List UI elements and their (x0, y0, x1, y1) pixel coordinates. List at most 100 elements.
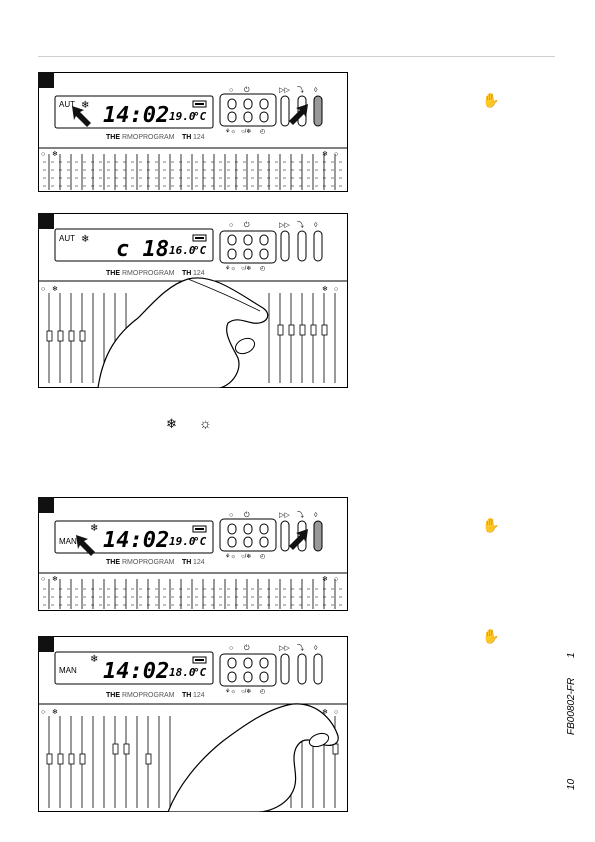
lcd-time: 14:02 (103, 659, 169, 684)
brand-b: RMOPROGRAM (122, 692, 175, 699)
svg-text:▷▷: ▷▷ (279, 222, 290, 229)
svg-text:◴: ◴ (260, 129, 265, 135)
svg-text:○: ○ (334, 286, 338, 293)
slider-button[interactable] (280, 95, 290, 127)
thermostat-figure-2: AUT ❄ c 18 16.0 °C THE RMOPROGRAM TH 124… (38, 213, 348, 388)
slider-button[interactable] (280, 653, 290, 685)
svg-text:○/❄: ○/❄ (241, 553, 251, 560)
brand-b: RMOPROGRAM (122, 270, 175, 277)
thermostat-panel: AUT ❄ c 18 16.0 °C THE RMOPROGRAM TH 124… (38, 213, 348, 388)
svg-text:⏻: ⏻ (244, 221, 250, 229)
lcd-temp: 18.0 (169, 666, 196, 679)
lcd-temp: 16.0 (169, 244, 196, 257)
svg-text:▷▷: ▷▷ (279, 512, 290, 519)
svg-text:○: ○ (334, 709, 338, 716)
pointer-arrow-icon (72, 106, 91, 127)
svg-text:⚘☼: ⚘☼ (225, 553, 236, 560)
svg-text:○/❄: ○/❄ (241, 265, 251, 272)
svg-text:⤵: ⤵ (297, 221, 304, 229)
slider-button[interactable] (297, 653, 307, 685)
svg-text:❄: ❄ (52, 708, 58, 716)
svg-text:○: ○ (229, 87, 233, 94)
brand-d: 124 (193, 559, 205, 566)
slider-button[interactable] (280, 230, 290, 262)
hand-icon: ✋ (482, 92, 500, 108)
thermostat-panel: MAN ❄ 14:02 18.0 °C THE RMOPROGRAM TH 12… (38, 636, 348, 812)
hand-illustration (97, 277, 269, 388)
pointer-arrow-icon (289, 529, 308, 550)
svg-text:⚘☼: ⚘☼ (225, 265, 236, 272)
slider-button[interactable] (297, 230, 307, 262)
lcd-display (54, 651, 214, 685)
mode-label: AUT (59, 100, 75, 109)
brand-c: TH (182, 692, 191, 699)
pointer-arrow-icon (289, 104, 308, 125)
snowflake-icon: ❄ (81, 234, 89, 245)
lcd-time: 14:02 (103, 103, 169, 128)
svg-text:◴: ◴ (260, 266, 265, 272)
pointer-arrow-icon (76, 535, 95, 556)
svg-text:○: ○ (334, 576, 338, 583)
slider-button[interactable] (313, 653, 323, 685)
brand-c: TH (182, 270, 191, 277)
top-rule (38, 56, 555, 57)
brand-b: RMOPROGRAM (122, 134, 175, 141)
slider-button[interactable] (280, 520, 290, 552)
brand-c: TH (182, 134, 191, 141)
lcd-display (54, 520, 214, 554)
svg-text:○: ○ (334, 151, 338, 158)
svg-text:❄: ❄ (322, 150, 328, 158)
figure-number-box (38, 72, 54, 88)
svg-text:▷▷: ▷▷ (279, 645, 290, 652)
svg-text:○/❄: ○/❄ (241, 688, 251, 695)
svg-text:◊: ◊ (314, 87, 318, 94)
hand-icon: ✋ (482, 628, 500, 644)
brand-a: THE (106, 270, 120, 277)
svg-text:❄: ❄ (52, 285, 58, 293)
svg-text:⤵: ⤵ (297, 644, 304, 652)
svg-text:○: ○ (41, 576, 45, 583)
svg-text:○: ○ (41, 151, 45, 158)
svg-text:◴: ◴ (260, 554, 265, 560)
brand-a: THE (106, 559, 120, 566)
svg-text:⚘☼: ⚘☼ (225, 688, 236, 695)
brand-c: TH (182, 559, 191, 566)
lcd-temp: 19.0 (169, 110, 196, 123)
program-sliders[interactable] (43, 154, 343, 190)
mode-label: MAN (59, 666, 77, 675)
figure-number-box (38, 213, 54, 229)
thermostat-figure-1: AUT ❄ 14:02 19.0 °C THE RMOPROGRAM TH 12… (38, 72, 348, 192)
slider-button[interactable] (313, 230, 323, 262)
mode-label: AUT (59, 234, 75, 243)
figure-number-box (38, 497, 54, 513)
snowflake-icon: ❄ (81, 100, 89, 111)
lcd-unit: °C (193, 535, 207, 548)
lcd-unit: °C (193, 244, 207, 257)
svg-text:○/❄: ○/❄ (241, 128, 251, 135)
svg-text:◊: ◊ (314, 645, 318, 652)
highlighted-button[interactable] (313, 520, 323, 552)
svg-text:◊: ◊ (314, 512, 318, 519)
snowflake-icon: ❄ (166, 416, 177, 431)
lcd-temp: 19.0 (169, 535, 196, 548)
svg-text:⏻: ⏻ (244, 511, 250, 519)
svg-text:◴: ◴ (260, 689, 265, 695)
svg-text:❄: ❄ (52, 150, 58, 158)
program-sliders[interactable] (43, 579, 343, 609)
highlighted-button[interactable] (313, 95, 323, 127)
brand-a: THE (106, 692, 120, 699)
thermostat-panel: MAN ❄ 14:02 19.0 °C THE RMOPROGRAM TH 12… (38, 497, 348, 611)
lcd-unit: °C (193, 666, 207, 679)
svg-text:❄: ❄ (322, 708, 328, 716)
snowflake-icon: ❄ (90, 523, 98, 534)
brand-a: THE (106, 134, 120, 141)
lcd-display (54, 228, 214, 262)
svg-text:⏻: ⏻ (244, 644, 250, 652)
brand-d: 124 (193, 270, 205, 277)
svg-text:⚘☼: ⚘☼ (225, 128, 236, 135)
svg-text:◊: ◊ (314, 222, 318, 229)
thermostat-panel: AUT ❄ 14:02 19.0 °C THE RMOPROGRAM TH 12… (38, 72, 348, 192)
hand-illustration (167, 703, 339, 812)
edition-number: 1 (566, 652, 577, 658)
lcd-time: 14:02 (103, 528, 169, 553)
